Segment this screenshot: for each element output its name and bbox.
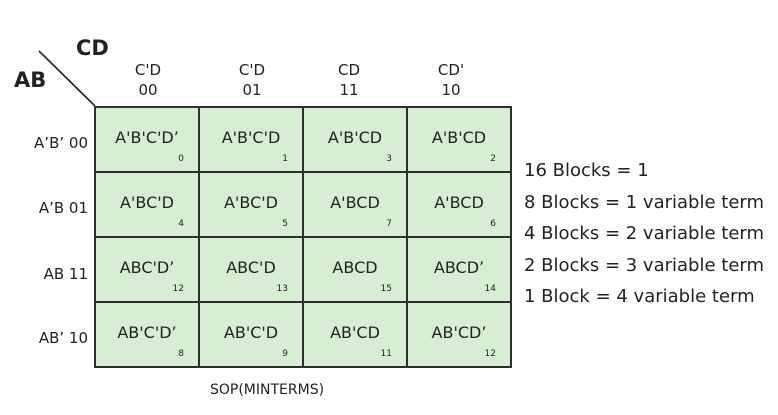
cell-term: A'B'CD xyxy=(327,128,383,147)
kmap-cell: A'BC'D 5 xyxy=(200,173,302,236)
cell-term: A'BC'D xyxy=(224,193,278,212)
kmap-cell: A'BC'D 4 xyxy=(96,173,198,236)
cell-index: 8 xyxy=(178,349,184,359)
legend-line: 16 Blocks = 1 xyxy=(524,160,649,181)
cell-term: A'BC'D xyxy=(120,193,174,212)
column-header-2: CD 11 xyxy=(297,60,401,100)
column-code: 11 xyxy=(339,81,359,99)
cell-term: ABC'D xyxy=(226,258,276,277)
cell-index: 12 xyxy=(172,284,184,294)
column-header-3: CD' 10 xyxy=(399,60,503,100)
cell-term: AB'C'D xyxy=(223,323,279,342)
cell-index: 4 xyxy=(178,219,184,229)
cell-index: 6 xyxy=(490,219,496,229)
row-header-0: A’B’ 00 xyxy=(34,134,88,152)
kmap-cell: A'BCD 6 xyxy=(408,173,510,236)
column-code: 01 xyxy=(242,81,262,99)
cell-index: 11 xyxy=(380,349,392,359)
cell-term: A'BCD xyxy=(434,193,484,212)
cell-index: 9 xyxy=(282,349,288,359)
kmap-cell: AB'CD’ 12 xyxy=(408,303,510,366)
cell-term: A'B'CD xyxy=(431,128,487,147)
cell-term: ABC'D’ xyxy=(119,258,175,277)
column-term: C'D xyxy=(238,61,266,79)
legend-line: 1 Block = 4 variable term xyxy=(524,286,755,307)
cell-term: AB'CD xyxy=(330,323,380,342)
row-header-1: A’B 01 xyxy=(38,199,88,217)
cell-term: A'B'C'D xyxy=(221,128,281,147)
cell-index: 1 xyxy=(282,154,288,164)
legend-line: 2 Blocks = 3 variable term xyxy=(524,254,765,276)
cell-term: A'B'C'D’ xyxy=(115,128,179,147)
cell-index: 0 xyxy=(178,154,184,164)
legend-line: 8 Blocks = 1 variable term xyxy=(524,191,765,213)
row-header-3: AB’ 10 xyxy=(38,329,88,347)
cell-term: AB'CD’ xyxy=(431,323,487,342)
column-header-1: C'D 01 xyxy=(200,60,304,100)
row-variables-label: AB xyxy=(14,68,47,92)
column-term: CD' xyxy=(437,61,465,79)
cell-index: 14 xyxy=(484,284,496,294)
cell-index: 15 xyxy=(380,284,392,294)
cell-index: 3 xyxy=(386,154,392,164)
column-term: CD xyxy=(337,61,361,79)
kmap-cell: A'B'C'D’ 0 xyxy=(95,107,199,172)
column-term: C'D xyxy=(134,61,162,79)
kmap-cell: ABCD’ 14 xyxy=(408,238,510,301)
cell-index: 13 xyxy=(276,284,288,294)
row-header-2: AB 11 xyxy=(43,265,88,283)
cell-term: A'BCD xyxy=(330,193,380,212)
column-code: 10 xyxy=(441,81,461,99)
column-code: 00 xyxy=(138,81,158,99)
block-size-legend: 16 Blocks = 1 8 Blocks = 1 variable term… xyxy=(524,155,764,313)
cell-term: ABCD’ xyxy=(433,258,485,277)
cell-term: ABCD xyxy=(332,258,378,277)
legend-line: 4 Blocks = 2 variable term xyxy=(524,223,765,244)
column-header-0: C'D 00 xyxy=(96,60,200,100)
kmap-cell: AB'C'D’8 xyxy=(96,303,198,366)
kmap-cell: A'BCD 7 xyxy=(304,173,406,236)
cell-index: 2 xyxy=(490,154,496,164)
diagram-caption: SOP(MINTERMS) xyxy=(210,382,325,398)
cell-index: 12 xyxy=(484,349,496,359)
kmap-cell: ABC'D’ 12 xyxy=(96,238,198,301)
cell-term: AB'C'D’ xyxy=(117,323,177,342)
cell-index: 5 xyxy=(282,219,288,229)
column-variables-label: CD xyxy=(76,36,109,60)
cell-index: 7 xyxy=(386,219,392,229)
